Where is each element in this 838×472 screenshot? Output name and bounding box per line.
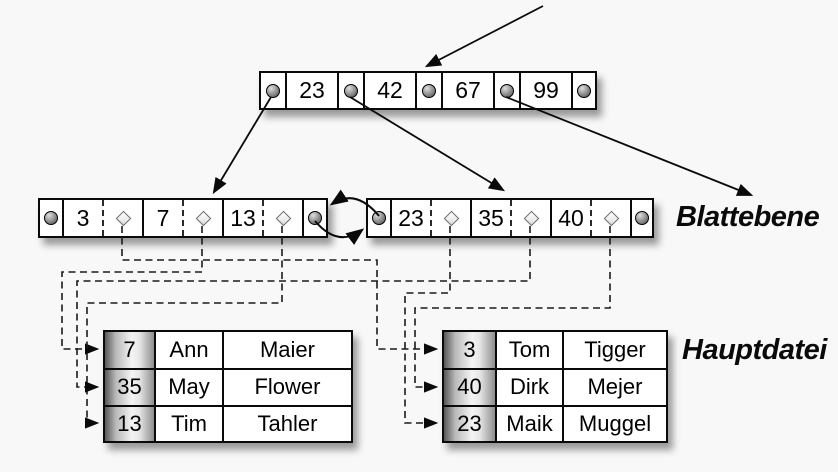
- diamond-pointer-icon: [275, 210, 291, 226]
- root-node: 23 42 67 99: [259, 71, 597, 110]
- record-last: Flower: [222, 368, 351, 405]
- record-pointer-slot: [430, 200, 470, 236]
- record-last: Muggel: [562, 404, 666, 441]
- leaf-key-cell: 23: [392, 200, 472, 236]
- record-pointer-slot: [510, 200, 550, 236]
- leaf-key: 7: [156, 204, 170, 231]
- record-pointer-slot: [182, 200, 222, 236]
- diamond-pointer-icon: [115, 210, 131, 226]
- root-key-cell: 42: [365, 73, 417, 108]
- record-key: 13: [105, 404, 154, 441]
- leaf-pointer-cell: [368, 200, 392, 236]
- root-key: 67: [455, 77, 481, 103]
- record-last: Tigger: [562, 332, 666, 369]
- record-pointer-slot: [102, 200, 142, 236]
- leaf-key-cell: 3: [64, 200, 144, 236]
- main-file-table-right: 3 Tom Tigger 40 Dirk Mejer 23 Maik Mugge…: [442, 330, 668, 443]
- pointer-dot-icon: [500, 83, 514, 98]
- pointer-dot-icon: [266, 83, 280, 98]
- pointer-dot-icon: [422, 83, 436, 98]
- record-first: Dirk: [495, 368, 562, 405]
- root-key: 23: [299, 77, 325, 103]
- root-key-cell: 99: [521, 73, 573, 108]
- pointer-dot-icon: [344, 83, 358, 98]
- leaf-key-cell: 7: [144, 200, 224, 236]
- diamond-pointer-icon: [443, 210, 459, 226]
- root-pointer-cell: [417, 73, 443, 108]
- leaf-key-cell: 40: [552, 200, 632, 236]
- pointer-dot-icon: [635, 211, 649, 225]
- leaf-pointer-cell: [40, 200, 64, 236]
- record-key: 40: [444, 368, 495, 405]
- record-last: Tahler: [222, 404, 351, 441]
- root-pointer-cell: [495, 73, 521, 108]
- pointer-dot-icon: [44, 211, 58, 225]
- leaf-key-cell: 13: [224, 200, 304, 236]
- diamond-pointer-icon: [195, 210, 211, 226]
- root-pointer-cell: [573, 73, 595, 108]
- record-first: Maik: [495, 404, 562, 441]
- root-pointer-cell: [261, 73, 287, 108]
- record-key: 23: [444, 404, 495, 441]
- pointer-dot-icon: [372, 211, 386, 225]
- record-key: 3: [444, 332, 495, 369]
- leaf-key: 40: [558, 204, 584, 231]
- record-pointer-slot: [262, 200, 302, 236]
- root-key-cell: 23: [287, 73, 339, 108]
- pointer-dot-icon: [577, 83, 591, 98]
- root-key: 42: [377, 77, 403, 103]
- record-last: Maier: [222, 332, 351, 369]
- leaf-level-label: Blattebene: [676, 201, 820, 233]
- leaf-key: 13: [230, 204, 256, 231]
- leaf-key: 35: [478, 204, 504, 231]
- record-first: May: [154, 368, 222, 405]
- leaf-key: 3: [76, 204, 90, 231]
- leaf-node-right: 23 35 40: [366, 198, 654, 238]
- record-key: 7: [105, 332, 154, 369]
- record-pointer-slot: [590, 200, 630, 236]
- diamond-pointer-icon: [603, 210, 619, 226]
- record-first: Tom: [495, 332, 562, 369]
- root-key: 99: [533, 77, 559, 103]
- record-key: 35: [105, 368, 154, 405]
- root-to-left-leaf-arrow: [212, 96, 272, 195]
- incoming-root-arrow: [424, 5, 544, 68]
- leaf-key-cell: 35: [472, 200, 552, 236]
- leaf-pointer-cell: [632, 200, 652, 236]
- main-file-table-left: 7 Ann Maier 35 May Flower 13 Tim Tahler: [103, 330, 353, 443]
- record-first: Tim: [154, 404, 222, 441]
- root-to-right-leaf-arrow: [349, 96, 506, 192]
- leaf-node-left: 3 7 13: [38, 198, 328, 238]
- record-first: Ann: [154, 332, 222, 369]
- record-last: Mejer: [562, 368, 666, 405]
- leaf-key: 23: [398, 204, 424, 231]
- leaf-pointer-cell: [304, 200, 326, 236]
- root-key-cell: 67: [443, 73, 495, 108]
- pointer-dot-icon: [308, 211, 322, 225]
- main-file-label: Hauptdatei: [682, 334, 827, 366]
- diamond-pointer-icon: [523, 210, 539, 226]
- root-pointer-cell: [339, 73, 365, 108]
- root-to-next-leaf-arrow: [505, 96, 754, 196]
